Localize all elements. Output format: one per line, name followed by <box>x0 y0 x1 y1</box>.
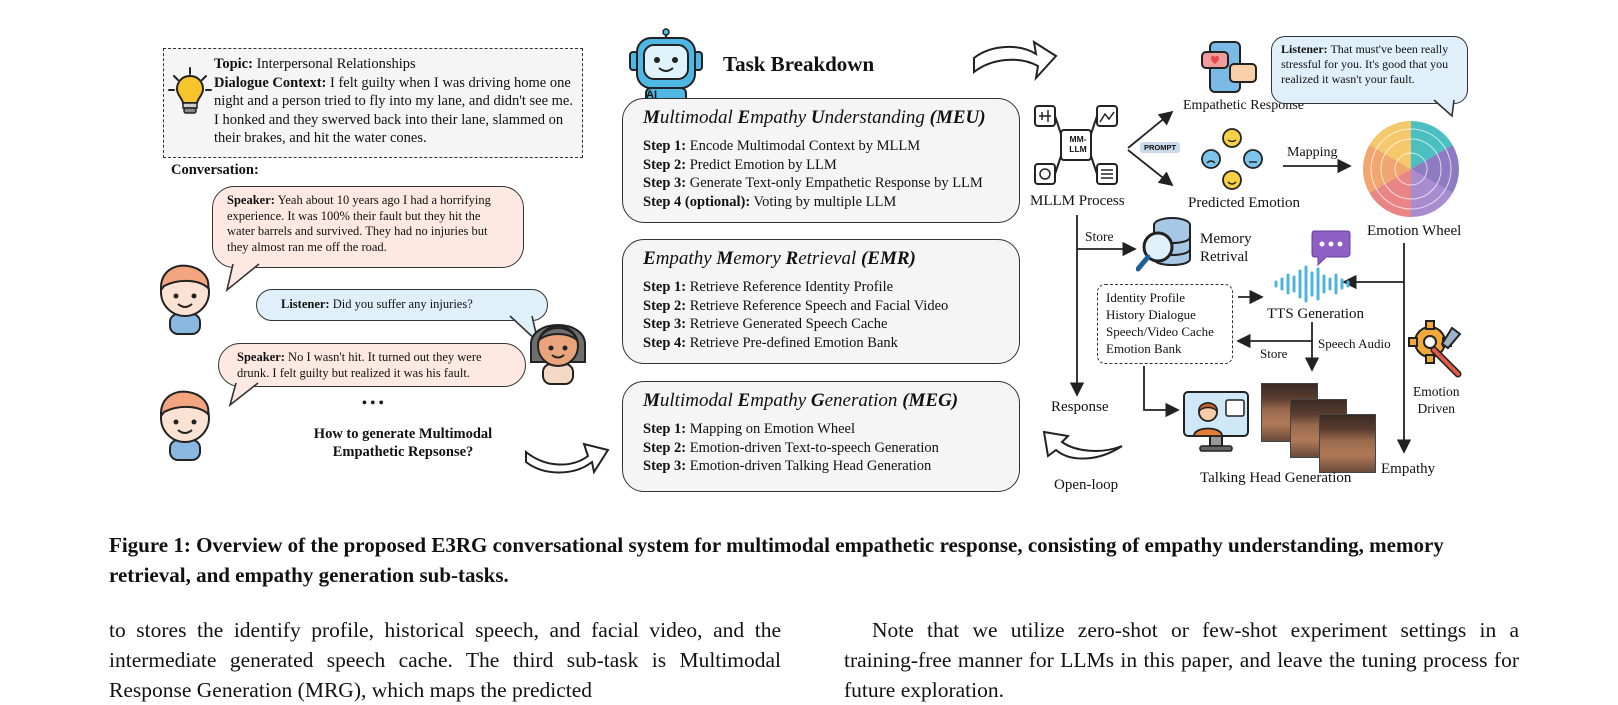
open-loop-label: Open-loop <box>1054 477 1119 493</box>
task-meu: Multimodal Empathy Understanding (MEU) S… <box>622 98 1020 223</box>
task-breakdown-title: Task Breakdown <box>723 52 875 76</box>
task-emr: Empathy Memory Retrieval (EMR) Step 1: R… <box>622 239 1020 364</box>
figure-caption: Figure 1: Overview of the proposed E3RG … <box>109 533 1444 587</box>
chat-phone-icon <box>1201 41 1257 93</box>
sound-wave-icon <box>1274 265 1350 303</box>
conversation-heading: Conversation: <box>171 162 259 178</box>
dialogue-context-label: Dialogue Context: <box>214 74 327 91</box>
dialogue-context-text: I felt guilty when I was driving home on… <box>214 74 573 147</box>
ellipsis: • • • <box>362 396 384 411</box>
bubble-tail <box>228 382 259 407</box>
topic-value: Interpersonal Relationships <box>256 56 416 72</box>
context-box <box>163 48 583 158</box>
memory-item: Identity Profile <box>1106 290 1186 305</box>
task-step: Step 4: Retrieve Pre-defined Emotion Ban… <box>643 334 898 351</box>
speaker-bubble-2: Speaker: No I wasn't hit. It turned out … <box>218 343 526 387</box>
listener-response-text: That must've been really stressful for y… <box>1281 42 1449 86</box>
task-step: Step 1: Encode Multimodal Context by MLL… <box>643 138 921 154</box>
task-step: Step 2: Emotion-driven Text-to-speech Ge… <box>643 439 939 456</box>
emotion-wheel-icon <box>1362 120 1460 218</box>
body-text-right: Note that we utilize zero-shot or few-sh… <box>844 618 1519 702</box>
speaker-label: Speaker: <box>227 193 275 207</box>
listener-bubble: Listener: Did you suffer any injuries? <box>256 289 548 321</box>
gear-wrench-icon <box>1408 320 1462 378</box>
task-step: Step 3: Generate Text-only Empathetic Re… <box>643 175 983 191</box>
memory-item: Speech/Video Cache <box>1106 324 1214 339</box>
mllm-network-icon <box>1034 105 1118 185</box>
emotion-faces-icon <box>1201 128 1263 190</box>
listener-label: Listener: <box>281 297 330 311</box>
prompt-tag: PROMPT <box>1140 142 1181 153</box>
monitor-avatar-icon <box>1183 391 1249 452</box>
listener-text: Did you suffer any injuries? <box>332 297 473 311</box>
speaker-label: Speaker: <box>237 350 285 364</box>
tts-generation-label: TTS Generation <box>1267 306 1365 322</box>
memory-item: Emotion Bank <box>1106 341 1182 356</box>
task-title: Empathy Memory Retrieval (EMR) <box>643 248 916 269</box>
task-meg: Multimodal Empathy Generation (MEG) Step… <box>622 381 1020 492</box>
curved-arrow-icon <box>1042 430 1123 460</box>
context-text: Topic: Interpersonal Relationships Dialo… <box>214 55 576 148</box>
mapping-label: Mapping <box>1287 145 1338 160</box>
database-search-icon <box>1136 217 1191 272</box>
emotion-wheel-label: Emotion Wheel <box>1367 223 1462 239</box>
topic-label: Topic: <box>214 56 253 72</box>
bubble-tail <box>225 263 260 292</box>
mllm-chip-label: MM- LLM <box>1069 134 1087 154</box>
task-step: Step 1: Retrieve Reference Identity Prof… <box>643 279 894 295</box>
memory-bank-box: Identity Profile History Dialogue Speech… <box>1097 284 1233 364</box>
talking-head-label: Talking Head Generation <box>1200 470 1352 486</box>
task-step: Step 2: Predict Emotion by LLM <box>643 156 837 173</box>
face-frame-3 <box>1319 414 1376 473</box>
task-step: Step 1: Mapping on Emotion Wheel <box>643 421 855 437</box>
emotion-driven-label: Emotion Driven <box>1413 384 1460 416</box>
robot-icon <box>629 28 703 105</box>
task-title: Multimodal Empathy Understanding (MEU) <box>643 107 986 128</box>
task-step: Step 3: Retrieve Generated Speech Cache <box>643 316 888 332</box>
speech-audio-label: Speech Audio <box>1318 336 1391 351</box>
listener-response-label: Listener: <box>1281 42 1328 56</box>
mllm-process-label: MLLM Process <box>1030 193 1125 209</box>
empathy-label: Empathy <box>1381 461 1436 477</box>
curved-arrow-icon <box>973 39 1058 82</box>
store-label: Store <box>1085 229 1114 244</box>
task-step: Step 3: Emotion-driven Talking Head Gene… <box>643 458 932 474</box>
empathetic-response-label: Empathetic Response <box>1183 98 1304 113</box>
memory-retrieval-label: Memory Retrival <box>1200 231 1252 265</box>
speaker-avatar-icon <box>159 264 210 335</box>
curved-arrow-icon <box>525 442 610 475</box>
speaker-bubble-1: Speaker: Yeah about 10 years ago I had a… <box>212 186 524 268</box>
store-label: Store <box>1260 346 1288 361</box>
predicted-emotion-label: Predicted Emotion <box>1188 195 1301 211</box>
speaker-avatar-icon <box>159 390 210 461</box>
listener-avatar-icon <box>529 324 587 385</box>
task-step: Step 4 (optional): Voting by multiple LL… <box>643 193 897 210</box>
response-label: Response <box>1051 399 1109 415</box>
memory-item: History Dialogue <box>1106 307 1196 322</box>
lightbulb-icon <box>168 67 212 114</box>
question-text: How to generate Multimodal Empathetic Re… <box>313 426 493 460</box>
body-text-left: to stores the identify profile, historic… <box>109 618 781 702</box>
task-step: Step 2: Retrieve Reference Speech and Fa… <box>643 297 949 314</box>
speaker-text: No I wasn't hit. It turned out they were… <box>237 350 482 380</box>
listener-response-bubble: Listener: That must've been really stres… <box>1271 36 1468 104</box>
robot-label: AI <box>646 89 657 101</box>
speaker-text: Yeah about 10 years ago I had a horrifyi… <box>227 193 491 254</box>
speech-bubble-icon <box>1311 230 1351 267</box>
bubble-tail <box>1433 99 1455 118</box>
task-title: Multimodal Empathy Generation (MEG) <box>643 390 959 411</box>
